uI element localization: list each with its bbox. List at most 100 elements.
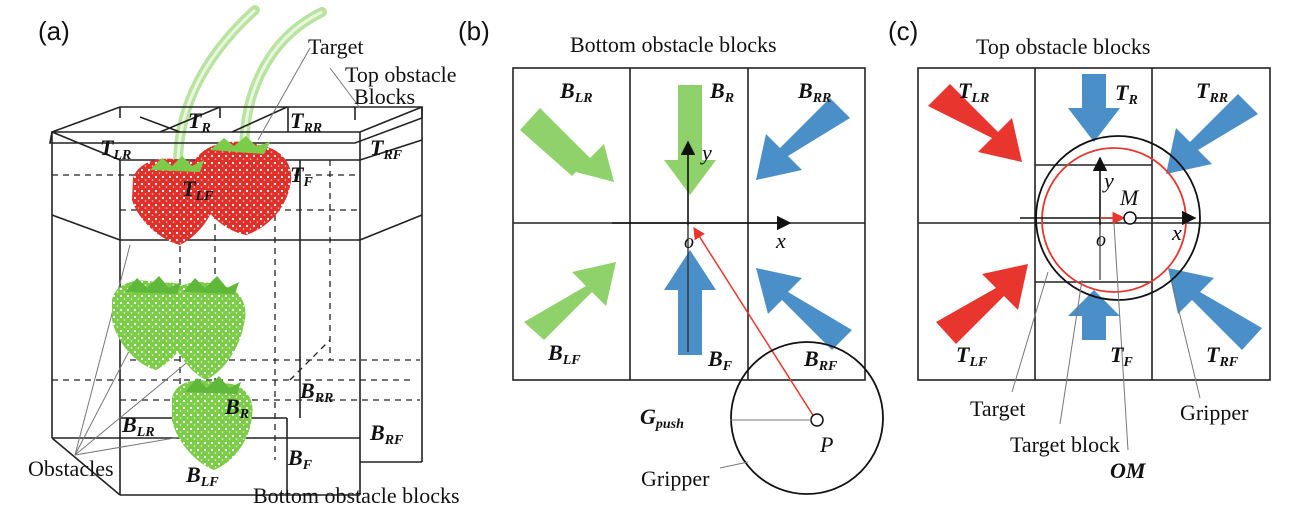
arrow-red-lf: [936, 264, 1028, 344]
label-a-b-r: BR: [224, 394, 249, 422]
svg-text:BLR: BLR: [121, 412, 155, 440]
target-block-pointer: [1059, 279, 1083, 425]
target-label: Target: [308, 34, 363, 59]
label-b-r: BR: [709, 78, 734, 106]
obstacles-label: Obstacles: [28, 456, 114, 481]
target-circle: [1041, 147, 1187, 293]
label-a-t-lr: TLR: [100, 135, 131, 163]
panel-b-tag: (b): [458, 16, 490, 46]
arrow-blue-rf: [1168, 268, 1262, 350]
label-b-f: BF: [707, 346, 733, 374]
label-c-lr: TLR: [958, 78, 989, 106]
strawberry-leaves: [150, 156, 204, 172]
push-vector: [693, 226, 817, 421]
svg-text:BF: BF: [707, 346, 733, 374]
svg-text:TRF: TRF: [370, 135, 403, 163]
box-edge: [51, 214, 121, 241]
box-edge: [359, 214, 423, 241]
grid-frame: [917, 67, 1271, 381]
svg-text:TLR: TLR: [958, 78, 989, 106]
pointer-line: [257, 47, 311, 141]
svg-text:BF: BF: [287, 445, 313, 473]
gripper-label: Gripper: [1180, 400, 1249, 425]
label-a-t-rf: TRF: [370, 135, 403, 163]
gripper-pointer: [719, 461, 749, 469]
label-a-b-lr: BLR: [121, 412, 155, 440]
om-label: OM: [1110, 458, 1147, 483]
label-c-r: TR: [1115, 80, 1138, 108]
label-a-b-rr: BRR: [299, 378, 333, 406]
label-a-t-lf: TLF: [182, 176, 214, 204]
strawberry-green: [168, 282, 246, 380]
gripper-label: Gripper: [641, 466, 710, 491]
point-p-label: P: [819, 432, 833, 457]
box-edge: [359, 139, 423, 161]
arrow-blue-f: [664, 250, 716, 355]
strawberry-red: [195, 141, 292, 235]
box-edge: [51, 437, 121, 496]
panel-b: (b) Bottom obstacle blocks y x o P Gpush…: [458, 16, 884, 495]
point-p-marker: [810, 413, 824, 427]
arrow-blue-rf: [756, 268, 852, 350]
strawberry-leaves: [125, 276, 181, 294]
svg-text:BR: BR: [224, 394, 249, 422]
x-axis-label: x: [1171, 220, 1182, 245]
box-edge: [51, 131, 121, 161]
svg-text:BLF: BLF: [185, 462, 219, 490]
pointer-line: [74, 359, 191, 456]
top-obstacle-blocks-label-2: Blocks: [354, 84, 415, 109]
x-axis-label: x: [775, 228, 786, 253]
panel-a-tag: (a): [38, 16, 70, 46]
svg-text:TF: TF: [1110, 342, 1133, 370]
panel-c: (c) Top obstacle blocks y x o M Tar: [888, 16, 1271, 483]
panel-c-tag: (c): [888, 16, 918, 46]
om-pointer: [1113, 223, 1129, 451]
svg-text:BRR: BRR: [797, 78, 831, 106]
strawberry-green: [172, 380, 253, 470]
svg-text:TLR: TLR: [100, 135, 131, 163]
label-a-b-f: BF: [287, 445, 313, 473]
target-label: Target: [970, 396, 1025, 421]
arrow-blue-f: [1068, 290, 1120, 340]
svg-text:TRR: TRR: [1196, 78, 1228, 106]
svg-text:BRF: BRF: [803, 346, 838, 374]
top-obstacle-blocks-label: Top obstacle: [345, 62, 456, 87]
strawberry-leaves: [210, 136, 270, 154]
box-edge: [231, 106, 288, 133]
strawberry-leaves: [185, 376, 241, 394]
svg-text:TRR: TRR: [290, 108, 322, 136]
svg-text:TLF: TLF: [956, 342, 988, 370]
svg-text:TLF: TLF: [182, 176, 214, 204]
label-a-t-rr: TRR: [290, 108, 322, 136]
arrow-green-lf: [524, 262, 616, 340]
svg-text:TF: TF: [290, 162, 313, 190]
arrow-green-r: [664, 85, 716, 195]
svg-text:TR: TR: [1115, 80, 1138, 108]
origin-label: o: [1096, 229, 1106, 251]
panel-b-title: Bottom obstacle blocks: [570, 32, 777, 57]
svg-text:BRF: BRF: [369, 420, 404, 448]
hidden-edge: [289, 339, 331, 381]
svg-text:BLF: BLF: [547, 340, 581, 368]
svg-text:BLR: BLR: [559, 78, 593, 106]
svg-text:TRF: TRF: [1206, 342, 1239, 370]
panel-a: (a): [28, 5, 460, 508]
grid-frame: [512, 67, 866, 381]
label-c-rf: TRF: [1206, 342, 1239, 370]
arrow-blue-r: [1068, 74, 1120, 142]
arrow-blue-rr: [1166, 94, 1258, 174]
svg-text:Gpush: Gpush: [640, 404, 684, 432]
label-a-t-r: TR: [188, 108, 211, 136]
strawberry-leaves: [183, 276, 239, 294]
target-pointer: [1011, 271, 1049, 393]
arrow-green-lr: [520, 108, 614, 182]
gpush-label: Gpush: [640, 404, 684, 432]
svg-text:BRR: BRR: [299, 378, 333, 406]
label-c-f: TF: [1110, 342, 1133, 370]
box-edge: [359, 106, 423, 133]
label-c-rr: TRR: [1196, 78, 1228, 106]
pointer-line: [74, 244, 131, 456]
point-m-marker: [1123, 211, 1137, 225]
svg-text:BR: BR: [709, 78, 734, 106]
